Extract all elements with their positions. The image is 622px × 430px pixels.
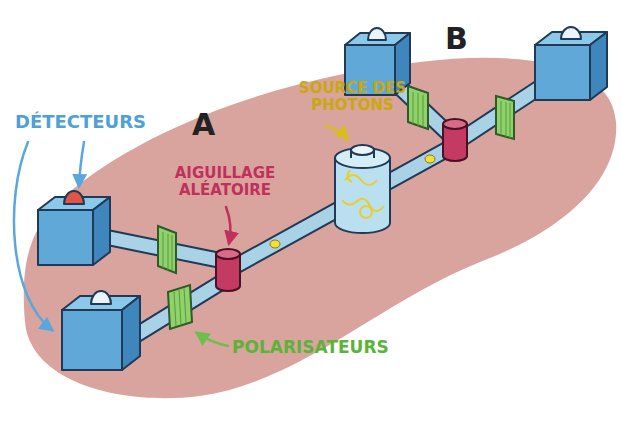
station-letter: B (445, 22, 468, 57)
leader-arrow (14, 126, 347, 346)
station-letter: A (192, 108, 215, 143)
polarizer (158, 86, 514, 329)
callout-label: AIGUILLAGE ALÉATOIRE (160, 165, 290, 200)
photon-dots (270, 155, 435, 248)
callout-label: DÉTECTEURS (15, 112, 146, 133)
callout-label: SOURCE DES PHOTONS (290, 80, 415, 115)
callout-label: POLARISATEURS (232, 338, 389, 358)
random-switch (216, 119, 467, 291)
detector-cube (38, 27, 607, 370)
ground-blob (24, 58, 616, 398)
tubes (100, 80, 548, 340)
photon-source (335, 145, 390, 233)
